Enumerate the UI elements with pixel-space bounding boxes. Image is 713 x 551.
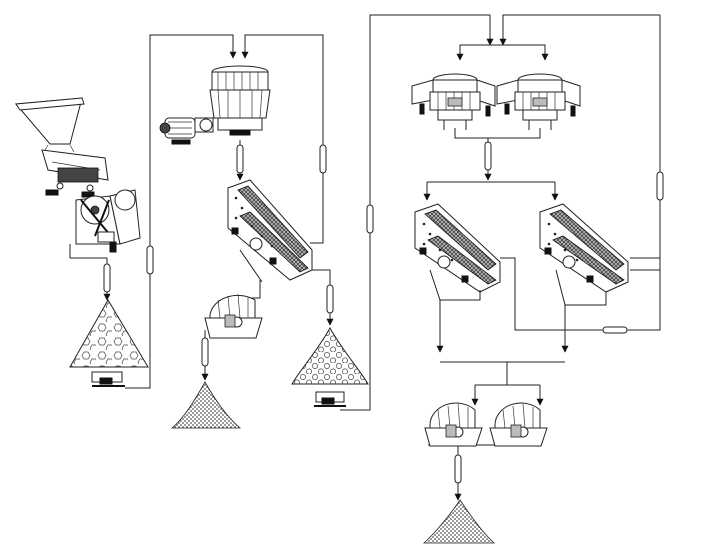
sand-pile-1 [170, 381, 242, 429]
sand-washer-3 [489, 402, 548, 447]
vibrating-screen-2 [414, 203, 501, 301]
jaw-crusher [69, 189, 141, 259]
vibrating-screen-1 [227, 179, 313, 283]
feed-hopper [14, 97, 85, 153]
vsi-sand-maker-1 [411, 73, 496, 130]
cone-crusher [159, 65, 271, 145]
sand-washer-1 [204, 293, 263, 339]
sand-pile-2 [422, 499, 496, 544]
vibrating-feeder [41, 149, 109, 198]
belt-conveyors [103, 141, 664, 484]
vibrating-screen-3 [539, 203, 629, 306]
vsi-sand-maker-2 [496, 73, 581, 130]
stockpile-2 [291, 326, 369, 407]
stockpile-1 [69, 299, 149, 387]
sand-washer-2 [424, 402, 483, 447]
